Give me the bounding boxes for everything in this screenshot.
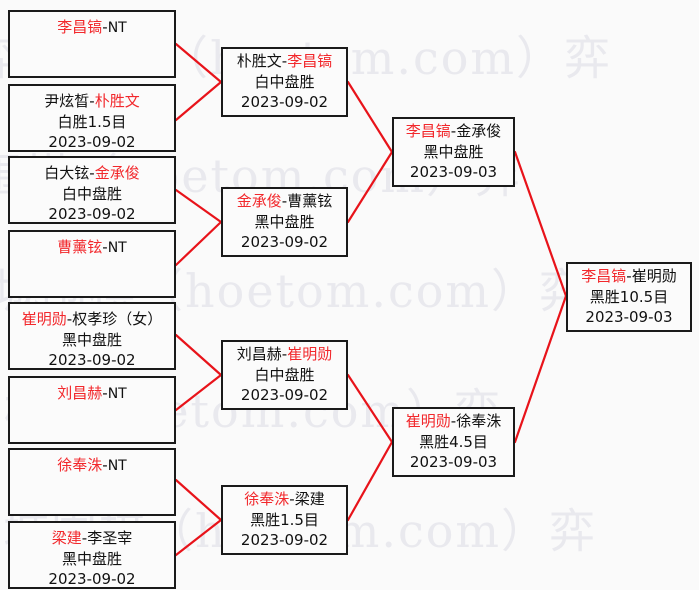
match-box-r1m2[interactable]: 尹炫晳-朴胜文 白胜1.5目 2023-09-02 xyxy=(8,84,176,152)
match-result: 白中盘胜 xyxy=(254,72,315,91)
match-result: 黑中盘胜 xyxy=(254,212,315,231)
match-players: 徐奉洙-梁建 xyxy=(244,489,324,510)
match-players: 白大铉-金承俊 xyxy=(44,163,139,184)
player-right: 崔明勋 xyxy=(631,266,677,285)
player-right: 曹薰铉 xyxy=(287,191,333,210)
player-separator: - xyxy=(281,51,288,70)
match-date: 2023-09-02 xyxy=(240,531,329,550)
match-result: 黑胜1.5目 xyxy=(250,510,319,529)
match-players: 曹薰铉-NT xyxy=(57,237,126,258)
player-right: 徐奉洙 xyxy=(456,411,502,430)
match-date: 2023-09-03 xyxy=(585,308,673,327)
match-box-r3m2[interactable]: 崔明勋-徐奉洙 黑胜4.5目 2023-09-03 xyxy=(392,407,515,477)
match-date: 2023-09-02 xyxy=(48,570,136,589)
match-date: 2023-09-02 xyxy=(240,93,329,112)
match-result: 白中盘胜 xyxy=(61,184,122,203)
match-date: 2023-09-03 xyxy=(409,163,498,182)
match-date: 2023-09-02 xyxy=(240,386,329,405)
match-date: 2023-09-02 xyxy=(48,351,136,370)
match-box-r2m2[interactable]: 金承俊-曹薰铉 黑中盘胜 2023-09-02 xyxy=(221,187,348,257)
player-separator: - xyxy=(89,164,95,182)
player-left: 刘昌赫 xyxy=(236,344,282,363)
player-separator: - xyxy=(102,456,108,474)
match-result: 黑胜10.5目 xyxy=(589,287,669,306)
match-players: 李昌镐-崔明勋 xyxy=(581,266,676,287)
match-date: 2023-09-02 xyxy=(48,133,136,152)
player-left: 刘昌赫 xyxy=(57,384,103,402)
match-box-r1m5[interactable]: 崔明勋-权孝珍（女） 黑中盘胜 2023-09-02 xyxy=(8,302,176,370)
match-result: 黑中盘胜 xyxy=(61,549,122,568)
player-left: 尹炫晳 xyxy=(44,92,90,110)
match-date: 2023-09-02 xyxy=(240,233,329,252)
player-separator: - xyxy=(102,384,108,402)
player-left: 李昌镐 xyxy=(405,121,451,140)
player-separator: - xyxy=(102,18,108,36)
player-right: 李昌镐 xyxy=(287,51,333,70)
player-separator: - xyxy=(89,92,95,110)
player-right: 李圣宰 xyxy=(87,529,133,547)
player-right: 梁建 xyxy=(294,489,325,508)
match-result: 黑中盘胜 xyxy=(423,142,484,161)
player-right: 金承俊 xyxy=(456,121,502,140)
match-box-r1m7[interactable]: 徐奉洙-NT xyxy=(8,448,176,516)
match-players: 尹炫晳-朴胜文 xyxy=(44,91,139,112)
player-left: 金承俊 xyxy=(236,191,282,210)
player-right: 权孝珍（女） xyxy=(72,310,163,328)
match-date: 2023-09-03 xyxy=(409,453,498,472)
match-players: 刘昌赫-崔明勋 xyxy=(237,344,332,365)
match-box-r1m4[interactable]: 曹薰铉-NT xyxy=(8,230,176,298)
match-box-r1m1[interactable]: 李昌镐-NT xyxy=(8,10,176,78)
match-box-r2m3[interactable]: 刘昌赫-崔明勋 白中盘胜 2023-09-02 xyxy=(221,340,348,410)
player-left: 李昌镐 xyxy=(57,18,103,36)
player-separator: - xyxy=(450,411,457,430)
match-box-r1m8[interactable]: 梁建-李圣宰 黑中盘胜 2023-09-02 xyxy=(8,521,176,589)
player-separator: - xyxy=(81,529,88,547)
player-right: NT xyxy=(107,240,127,256)
match-box-r1m3[interactable]: 白大铉-金承俊 白中盘胜 2023-09-02 xyxy=(8,156,176,224)
player-separator: - xyxy=(450,121,457,140)
match-date: 2023-09-02 xyxy=(48,205,136,224)
player-separator: - xyxy=(281,344,288,363)
player-right: NT xyxy=(107,386,127,402)
match-result: 白胜1.5目 xyxy=(57,112,127,131)
player-right: NT xyxy=(107,20,127,36)
match-players: 梁建-李圣宰 xyxy=(52,528,132,549)
player-left: 徐奉洙 xyxy=(57,456,103,474)
player-right: 金承俊 xyxy=(94,164,140,182)
match-players: 李昌镐-NT xyxy=(57,17,126,38)
player-separator: - xyxy=(289,489,295,508)
match-players: 朴胜文-李昌镐 xyxy=(237,51,332,72)
player-right: 崔明勋 xyxy=(287,344,333,363)
player-left: 李昌镐 xyxy=(581,266,627,285)
player-separator: - xyxy=(281,191,288,210)
match-players: 徐奉洙-NT xyxy=(57,455,126,476)
match-result: 黑中盘胜 xyxy=(61,330,122,349)
match-players: 李昌镐-金承俊 xyxy=(406,121,501,142)
player-left: 梁建 xyxy=(51,529,82,547)
match-players: 崔明勋-权孝珍（女） xyxy=(22,309,162,330)
player-left: 徐奉洙 xyxy=(244,489,290,508)
match-box-r1m6[interactable]: 刘昌赫-NT xyxy=(8,376,176,444)
match-result: 白中盘胜 xyxy=(254,365,315,384)
match-players: 刘昌赫-NT xyxy=(57,383,126,404)
player-left: 朴胜文 xyxy=(236,51,282,70)
player-left: 白大铉 xyxy=(44,164,90,182)
player-left: 崔明勋 xyxy=(405,411,451,430)
match-box-final[interactable]: 李昌镐-崔明勋 黑胜10.5目 2023-09-03 xyxy=(566,262,692,332)
match-box-r3m1[interactable]: 李昌镐-金承俊 黑中盘胜 2023-09-03 xyxy=(392,117,515,187)
player-left: 曹薰铉 xyxy=(57,238,103,256)
player-separator: - xyxy=(626,266,632,285)
match-box-r2m1[interactable]: 朴胜文-李昌镐 白中盘胜 2023-09-02 xyxy=(221,47,348,117)
player-separator: - xyxy=(102,238,108,256)
match-players: 崔明勋-徐奉洙 xyxy=(406,411,501,432)
player-left: 崔明勋 xyxy=(21,310,67,328)
player-right: 朴胜文 xyxy=(94,92,140,110)
match-box-r2m4[interactable]: 徐奉洙-梁建 黑胜1.5目 2023-09-02 xyxy=(221,485,348,555)
player-separator: - xyxy=(66,310,73,328)
player-right: NT xyxy=(107,458,127,474)
match-result: 黑胜4.5目 xyxy=(419,432,488,451)
match-players: 金承俊-曹薰铉 xyxy=(237,191,332,212)
